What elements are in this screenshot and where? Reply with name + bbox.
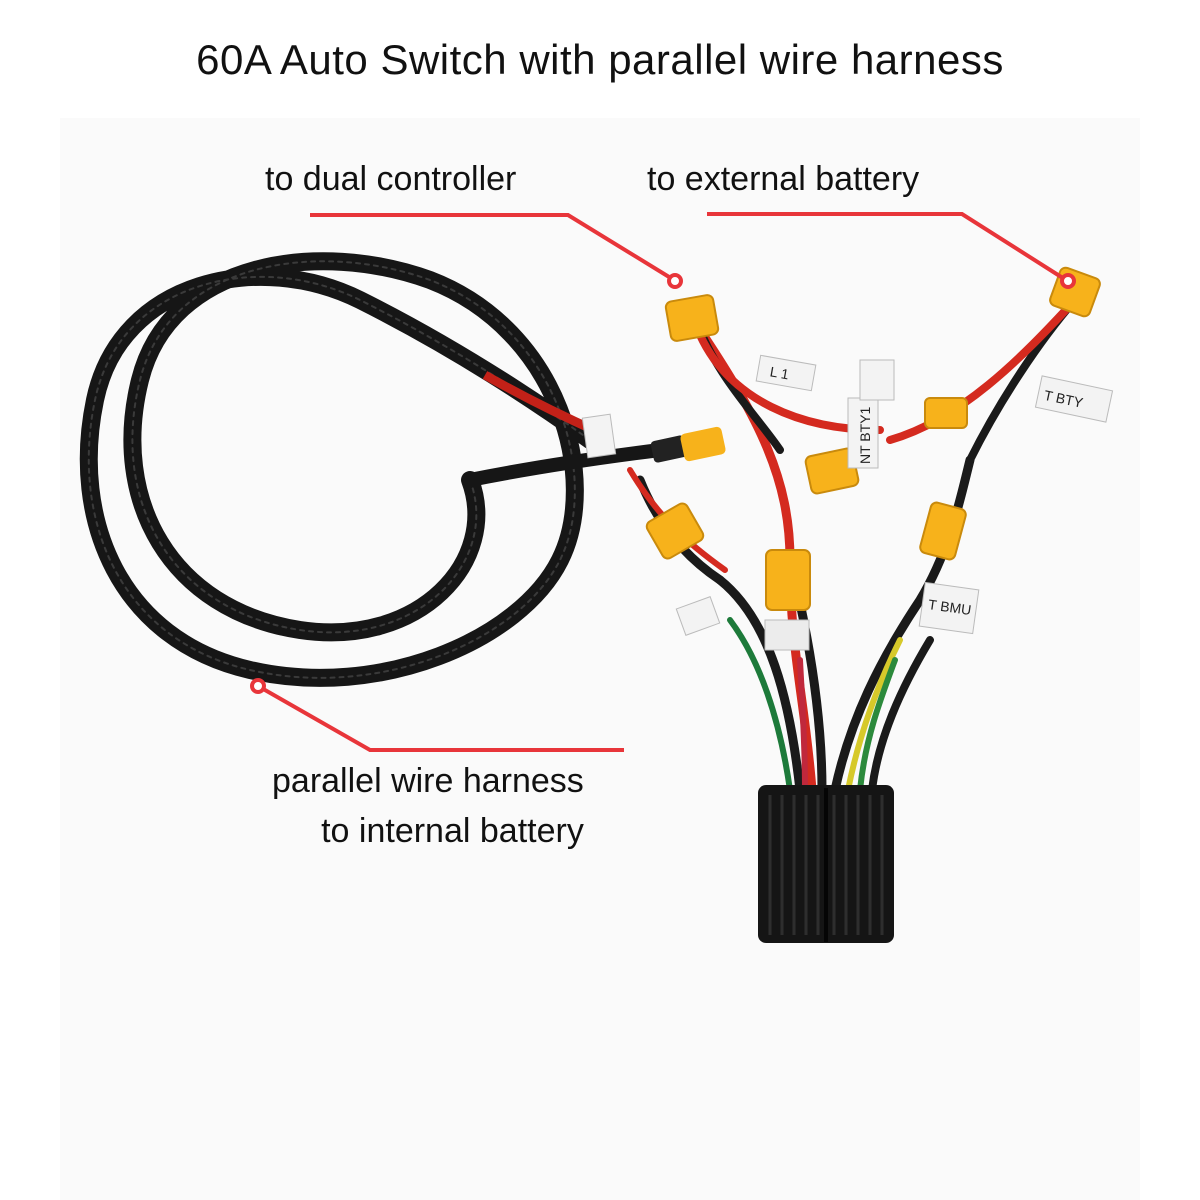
wire-bundle	[627, 296, 1079, 795]
braided-harness	[79, 252, 667, 687]
callout-harness-line2: to internal battery	[321, 812, 584, 850]
callout-line-harness	[257, 684, 624, 752]
connector-small	[924, 397, 968, 429]
callout-line-external	[707, 212, 1068, 282]
tag-l1: L 1	[769, 363, 791, 382]
page-title: 60A Auto Switch with parallel wire harne…	[196, 36, 1004, 83]
connector-right	[919, 501, 967, 561]
callout-internal-battery: parallel wire harness to internal batter…	[272, 756, 584, 856]
auto-switch-controller	[758, 785, 894, 943]
connector-internal	[645, 502, 705, 560]
callout-dot-harness	[250, 678, 266, 694]
callout-dual-controller: to dual controller	[265, 160, 517, 198]
callout-dots	[250, 273, 1076, 694]
cable-tags: L 1 NT BTY1 T BTY T BMU	[581, 354, 1114, 651]
tag-ntbty1: NT BTY1	[857, 406, 873, 464]
harness-connector	[650, 426, 726, 463]
callout-lines	[257, 212, 1068, 752]
callout-external-battery: to external battery	[647, 160, 920, 198]
callout-dot-external	[1060, 273, 1076, 289]
callout-harness-line1: parallel wire harness	[272, 762, 584, 800]
connector-dual-controller	[664, 294, 720, 342]
tag-tbmu: T BMU	[927, 596, 972, 618]
callout-line-controller	[310, 213, 676, 282]
callout-dot-controller	[667, 273, 683, 289]
connector-center	[765, 549, 811, 611]
